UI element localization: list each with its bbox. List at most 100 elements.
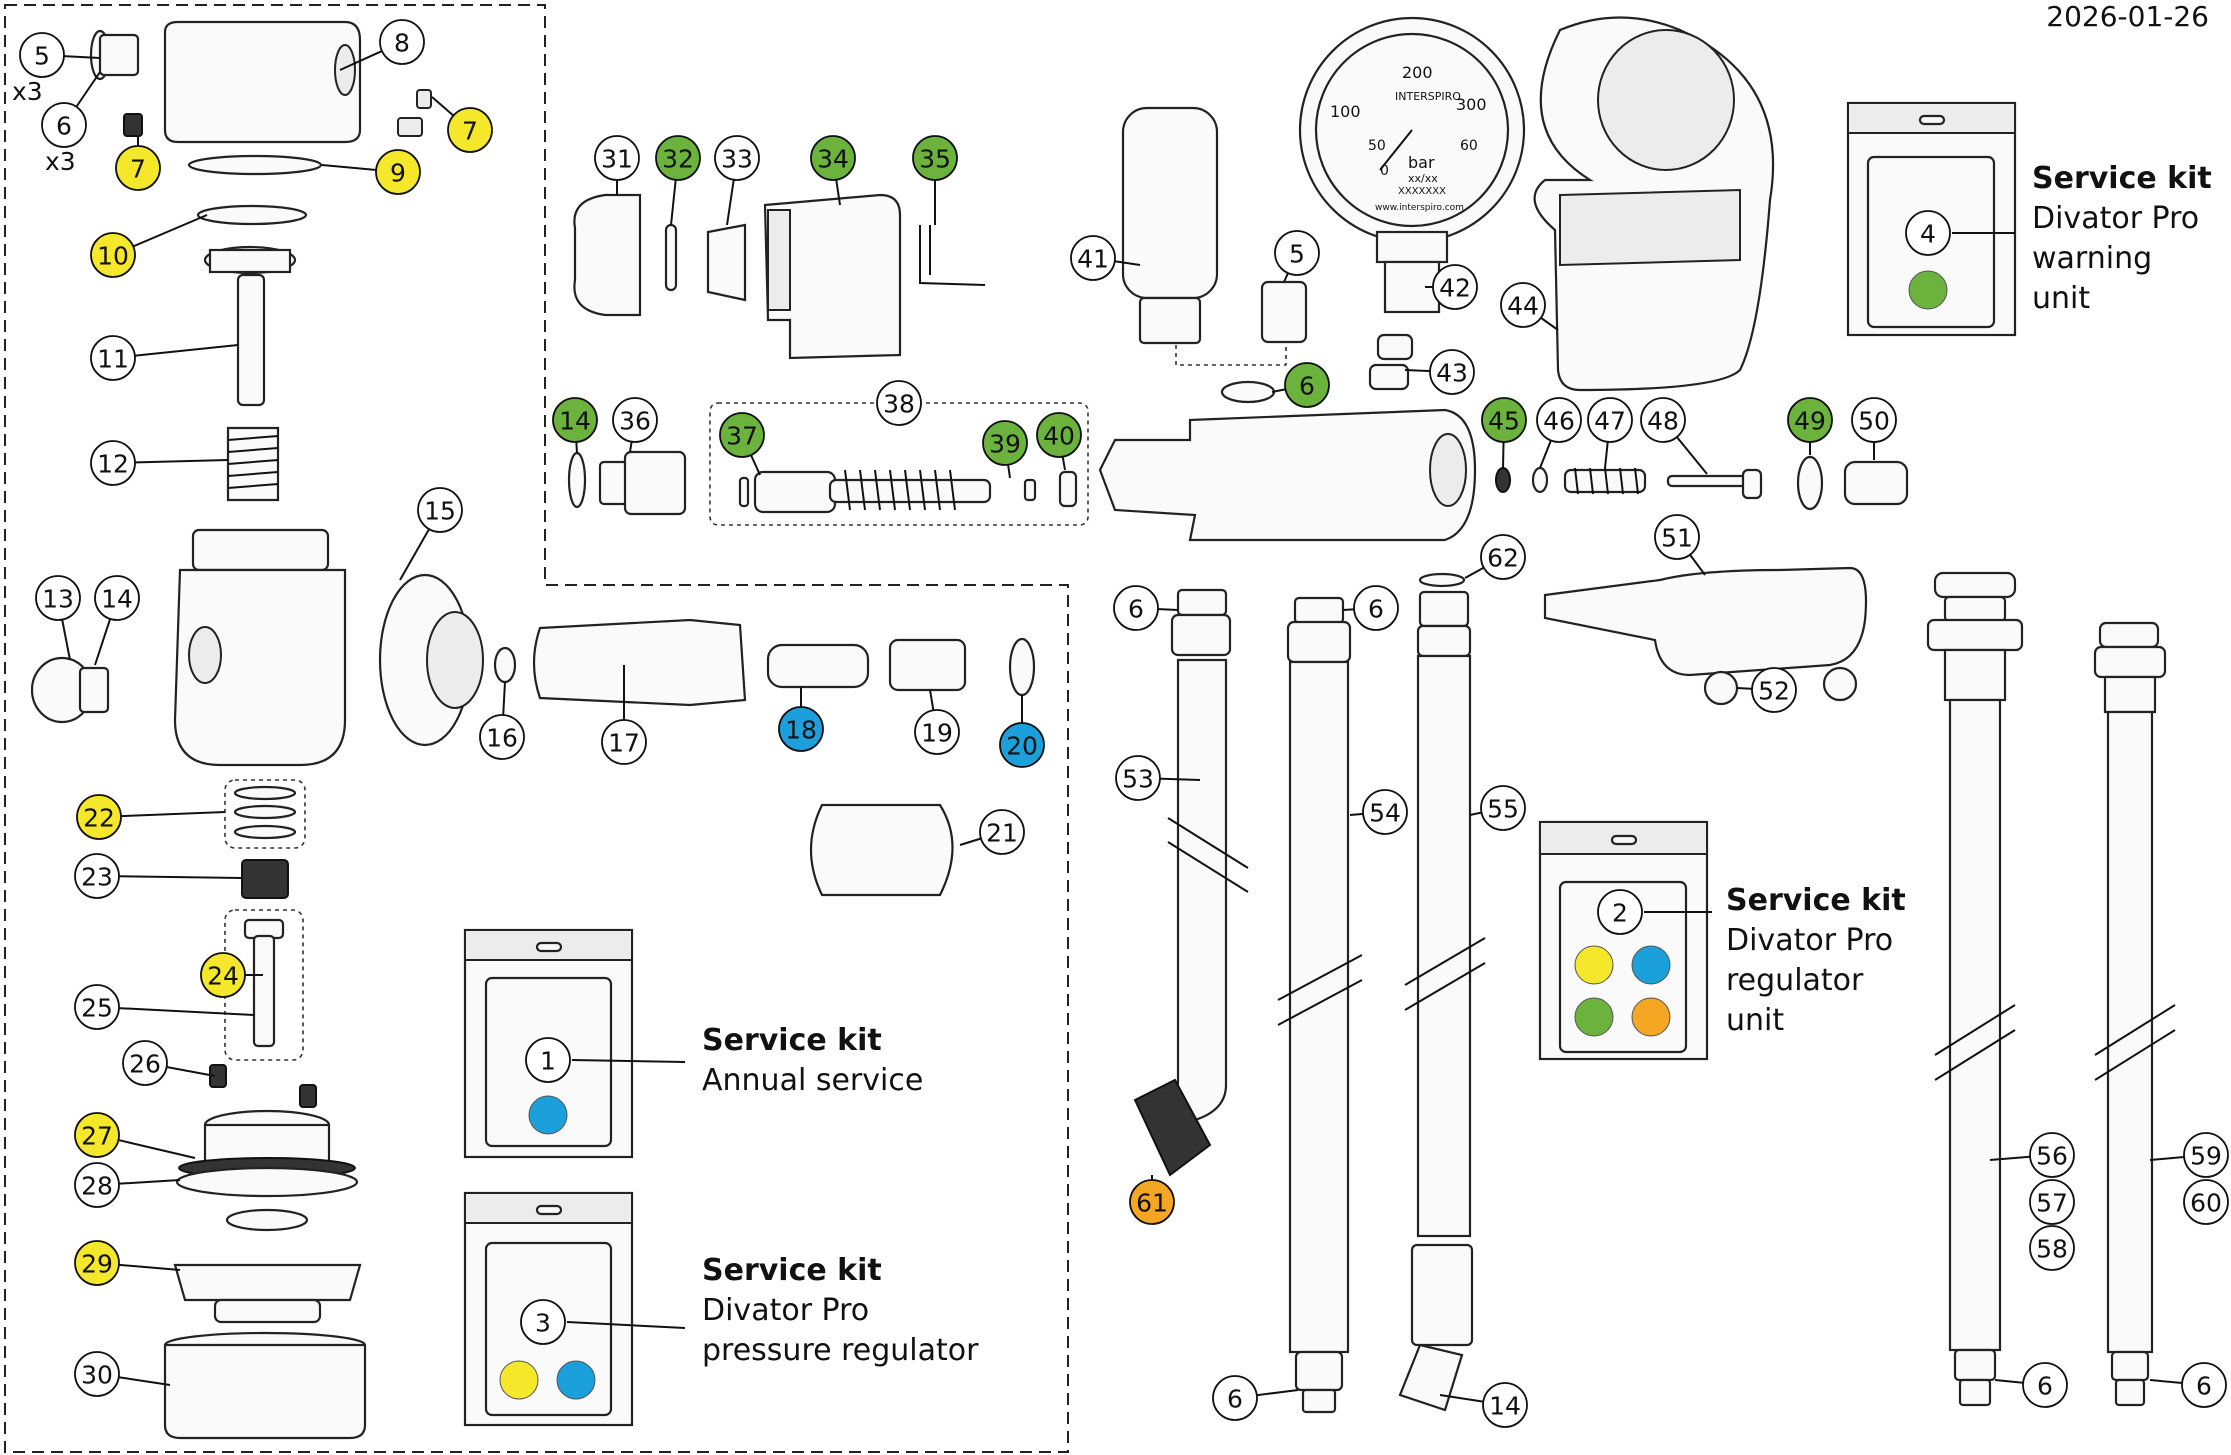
date-label: 2026-01-26 <box>2046 0 2209 33</box>
callout-number: 19 <box>921 719 953 748</box>
callout-circle <box>914 709 960 755</box>
callout-6: 6 <box>1353 585 1399 631</box>
callout-circle <box>1115 755 1161 801</box>
multiplier-5: x3 <box>12 77 43 106</box>
callout-14: 14 <box>552 397 598 443</box>
callout-number: 7 <box>462 117 478 146</box>
callout-number: 7 <box>130 155 146 184</box>
callout-number: 22 <box>83 804 115 833</box>
callout-49: 49 <box>1787 397 1833 443</box>
pressure-regulator-boundary <box>4 4 1069 1453</box>
svg-text:www.interspiro.com: www.interspiro.com <box>1375 203 1464 213</box>
svg-text:INTERSPIRO: INTERSPIRO <box>1395 90 1461 103</box>
callout-number: 6 <box>56 112 72 141</box>
callout-59: 59 <box>2183 1132 2229 1178</box>
callout-circle <box>90 440 136 486</box>
callout-57: 57 <box>2029 1179 2075 1225</box>
callout-40: 40 <box>1036 412 1082 458</box>
callout-54: 54 <box>1362 789 1408 835</box>
kit-number-circle <box>525 1037 571 1083</box>
callout-circle <box>1587 397 1633 443</box>
callout-circle <box>479 714 525 760</box>
kit-number: 3 <box>535 1309 551 1338</box>
callout-number: 52 <box>1758 677 1790 706</box>
callout-number: 15 <box>424 497 456 526</box>
callout-circle <box>1536 397 1582 443</box>
callout-circle <box>200 952 246 998</box>
callout-56: 56 <box>2029 1132 2075 1178</box>
callout-circle <box>612 397 658 443</box>
callout-number: 33 <box>721 145 753 174</box>
callout-number: 41 <box>1077 245 1109 274</box>
kit-2-bag <box>1538 820 1709 1061</box>
callout-number: 24 <box>207 962 239 991</box>
callout-number: 55 <box>1487 795 1519 824</box>
callout-number: 60 <box>2190 1189 2222 1218</box>
callout-number: 58 <box>2036 1235 2068 1264</box>
callout-circle <box>1212 1375 1258 1421</box>
service-kit-bags <box>463 101 2017 1427</box>
gauge-dial-text: 200 300 100 50 60 0 INTERSPIRO bar xx/xx… <box>1330 63 1487 213</box>
callout-27: 27 <box>74 1112 120 1158</box>
svg-text:xx/xx: xx/xx <box>1408 172 1438 185</box>
callout-number: 14 <box>1489 1392 1521 1421</box>
callout-26: 26 <box>122 1040 168 1086</box>
callout-number: 29 <box>81 1250 113 1279</box>
callout-number: 43 <box>1436 359 1468 388</box>
callout-circle <box>1362 789 1408 835</box>
callout-circle <box>74 984 120 1030</box>
callout-number: 10 <box>97 242 129 271</box>
callout-circle <box>417 487 463 533</box>
callout-circle <box>810 135 856 181</box>
callout-18: 18 <box>778 706 824 752</box>
callout-46: 46 <box>1536 397 1582 443</box>
parts-warning-unit <box>567 193 1089 526</box>
callout-circle <box>74 1112 120 1158</box>
callout-61: 61 <box>1129 1179 1175 1225</box>
callout-25: 25 <box>74 984 120 1030</box>
callout-circle <box>74 1240 120 1286</box>
svg-text:60: 60 <box>1460 138 1478 154</box>
callout-6: 6 <box>1284 362 1330 408</box>
callout-58: 58 <box>2029 1225 2075 1271</box>
callout-circle <box>999 722 1045 768</box>
callout-42: 42 <box>1432 264 1478 310</box>
callout-number: 38 <box>883 390 915 419</box>
callout-leader <box>96 875 243 879</box>
callout-34: 34 <box>810 135 856 181</box>
callout-number: 6 <box>1368 595 1384 624</box>
callout-52: 52 <box>1751 667 1797 713</box>
callout-circle <box>876 380 922 426</box>
kit-color-dot-blue <box>528 1095 568 1135</box>
callout-number: 28 <box>81 1172 113 1201</box>
callout-circle <box>1113 585 1159 631</box>
kit-1-line-1: Annual service <box>702 1063 923 1098</box>
callout-number: 8 <box>394 29 410 58</box>
callout-36: 36 <box>612 397 658 443</box>
kit-color-dot-green <box>1574 997 1614 1037</box>
callout-number: 6 <box>2037 1372 2053 1401</box>
kit-number-circle <box>520 1299 566 1345</box>
callout-number: 14 <box>101 585 133 614</box>
callout-5: 5 <box>19 32 65 78</box>
callout-38: 38 <box>876 380 922 426</box>
callout-43: 43 <box>1429 349 1475 395</box>
callout-10: 10 <box>90 232 136 278</box>
kit-1-title: Service kit <box>702 1023 882 1058</box>
callout-45: 45 <box>1481 397 1527 443</box>
parts-left <box>30 20 1036 1440</box>
callout-15: 15 <box>417 487 463 533</box>
callout-circle <box>41 102 87 148</box>
kit-leader <box>566 1321 686 1329</box>
callout-circle <box>122 1040 168 1086</box>
callout-number: 56 <box>2036 1142 2068 1171</box>
kit-4-line-3: unit <box>2032 281 2090 316</box>
svg-text:bar: bar <box>1408 153 1435 172</box>
callout-32: 32 <box>655 135 701 181</box>
callout-number: 18 <box>785 716 817 745</box>
callout-circle <box>1274 230 1320 276</box>
callout-number: 27 <box>81 1122 113 1151</box>
callout-circle <box>1654 514 1700 560</box>
kit-number: 2 <box>1612 899 1628 928</box>
